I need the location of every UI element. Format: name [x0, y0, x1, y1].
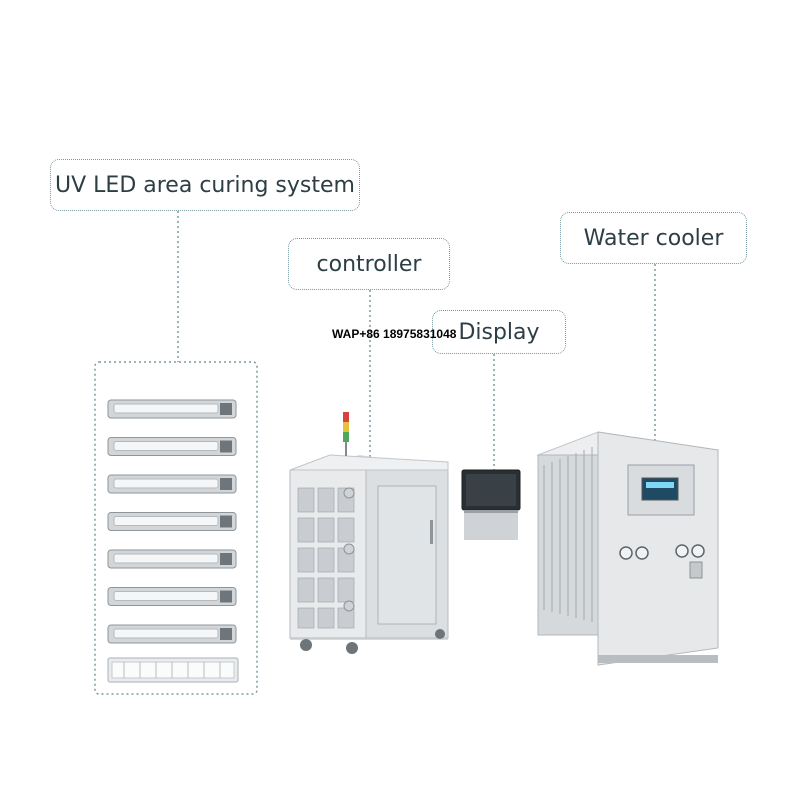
uv-lamp [107, 512, 237, 531]
wheel [346, 642, 358, 654]
controller-vents [297, 487, 355, 629]
label-water-cooler: Water cooler [560, 212, 747, 264]
fan-icon [343, 600, 355, 612]
connector-lines [177, 211, 656, 480]
uv-lamp [107, 587, 237, 606]
uv-lamp-open [107, 657, 239, 683]
fan-icon [343, 487, 355, 499]
cooler-grille [543, 447, 593, 622]
uv-lamp [107, 399, 237, 419]
fan-icon [343, 543, 355, 555]
uv-lamp [107, 474, 237, 494]
water-cooler [536, 431, 720, 666]
gauge-icon [619, 546, 633, 560]
gauge-icon [635, 546, 649, 560]
wheel [435, 629, 445, 639]
signal-tower [343, 412, 349, 456]
uv-lamp [107, 437, 237, 456]
gauge-icon [675, 544, 689, 558]
label-controller: controller [288, 238, 450, 290]
label-display: Display [432, 310, 566, 354]
lamp-group-frame [94, 361, 258, 695]
uv-lamp [107, 624, 237, 644]
label-text: UV LED area curing system [55, 172, 355, 198]
contact-watermark: WAP+86 18975831048 [332, 327, 457, 341]
label-text: controller [316, 251, 422, 277]
label-text: Water cooler [583, 225, 724, 251]
display-monitor [461, 469, 521, 540]
uv-lamp [107, 549, 237, 569]
gauge-icon [691, 544, 705, 558]
wheel [300, 639, 312, 651]
controller-cabinet [289, 412, 449, 654]
uv-lamp-stack [107, 399, 237, 644]
label-uv-led-area-curing-system: UV LED area curing system [50, 159, 360, 211]
label-text: Display [458, 319, 540, 345]
